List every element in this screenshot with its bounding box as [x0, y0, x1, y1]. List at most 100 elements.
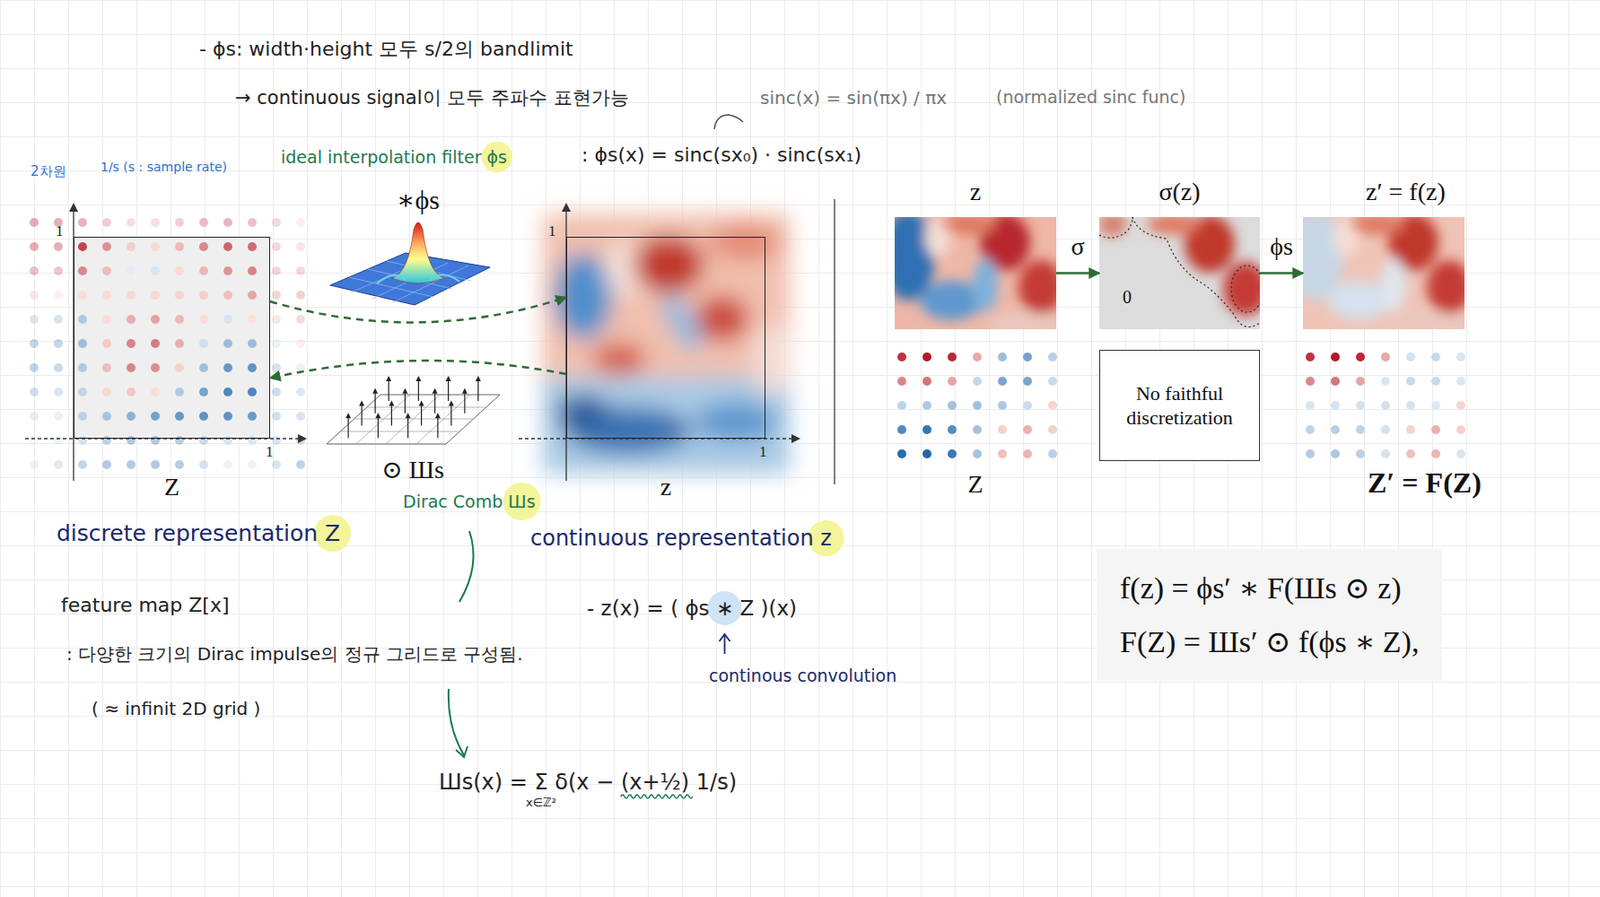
- sample-dot: [174, 314, 184, 324]
- sample-dot: [897, 401, 907, 411]
- field-image: [1426, 260, 1465, 315]
- sample-dot: [223, 436, 233, 446]
- sample-dot: [972, 449, 982, 459]
- sample-dot: [1355, 376, 1365, 386]
- impulse: [405, 412, 411, 419]
- sample-dot: [947, 425, 957, 435]
- field-image: [894, 217, 1057, 330]
- sample-dot: [102, 411, 112, 421]
- sample-dot: [126, 242, 136, 252]
- sample-dot: [53, 363, 63, 373]
- sample-dot: [1456, 401, 1466, 411]
- dirac-comb: [326, 375, 500, 445]
- panel-label: Z: [164, 472, 180, 502]
- sample-dot: [997, 352, 1007, 362]
- sample-dot: [271, 314, 281, 324]
- sample-dot: [1381, 449, 1391, 459]
- field-image: [1302, 217, 1465, 330]
- sample-dot: [223, 266, 233, 276]
- text-holder: σ(z): [1158, 177, 1200, 207]
- sample-dot: [102, 290, 112, 300]
- sample-dot: [78, 436, 88, 446]
- sample-dot: [1456, 449, 1466, 459]
- impulse: [418, 379, 420, 402]
- impulse: [419, 400, 425, 406]
- impulse: [448, 400, 455, 406]
- sample-dot: [199, 460, 209, 470]
- sample-dot: [1022, 352, 1032, 362]
- sample-dot: [997, 449, 1007, 459]
- sample-dot: [296, 339, 306, 349]
- sample-dot: [102, 218, 112, 228]
- impulse: [375, 412, 381, 419]
- sample-dot: [1381, 376, 1391, 386]
- sample-dot: [922, 376, 932, 386]
- annotation-text: continous convolution: [708, 665, 897, 686]
- squiggle: [620, 795, 693, 799]
- dirac-comb: [345, 375, 481, 438]
- sample-dot: [247, 314, 257, 324]
- sample-dot: [53, 411, 63, 421]
- annotation-text: 1: [759, 443, 768, 462]
- axis: [561, 202, 571, 212]
- impulse: [372, 388, 378, 394]
- sample-dot: [897, 449, 907, 459]
- impulse: [432, 388, 438, 394]
- sample-dot: [78, 218, 88, 228]
- sample-dot: [271, 363, 281, 373]
- impulse: [434, 392, 436, 414]
- sample-dot: [972, 352, 982, 362]
- sample-dot: [1406, 352, 1416, 362]
- field-image: [751, 323, 792, 395]
- annotation-text: ideal interpolation filter ϕs: [280, 147, 508, 167]
- sample-dot: [53, 242, 63, 252]
- panel-label: z′ = f(z): [1365, 177, 1446, 207]
- sample-dot: [271, 242, 281, 252]
- sample-dot: [174, 387, 184, 397]
- sample-dot: [150, 436, 160, 446]
- sample-dot: [296, 290, 306, 300]
- sample-dot: [29, 339, 39, 349]
- sample-dot: [174, 266, 184, 276]
- sample-dot: [247, 411, 257, 421]
- panel-label: σ(z): [1158, 177, 1200, 207]
- sample-dot: [1431, 376, 1441, 386]
- sinc-plot: [376, 274, 460, 284]
- impulse: [450, 403, 452, 426]
- sample-dot: [126, 363, 136, 373]
- sample-dot: [174, 411, 184, 421]
- sample-dot: [1305, 376, 1315, 386]
- annotation-text: - z(x) = ( ϕs ∗ Z )(x): [586, 596, 797, 621]
- sample-dot: [897, 352, 907, 362]
- field-image: [1099, 217, 1260, 330]
- sample-dot: [1355, 352, 1365, 362]
- panel-label: z: [970, 177, 981, 207]
- sample-dot: [150, 411, 160, 421]
- sample-dot: [1456, 425, 1466, 435]
- sample-dot: [174, 218, 184, 228]
- sample-dot: [102, 314, 112, 324]
- field-image: [554, 253, 613, 340]
- sample-dot: [174, 290, 184, 300]
- sample-dot: [78, 363, 88, 373]
- dirac-comb: [416, 394, 471, 445]
- sample-dot: [296, 242, 306, 252]
- node-box: z: [566, 236, 766, 439]
- sample-dot: [199, 242, 209, 252]
- sample-dot: [150, 290, 160, 300]
- field-image: [1099, 217, 1260, 316]
- sample-dot: [29, 460, 39, 470]
- sample-dot: [296, 218, 306, 228]
- sample-dot: [947, 401, 957, 411]
- sample-dot: [1330, 425, 1340, 435]
- sample-dot: [126, 266, 136, 276]
- sample-dot: [271, 436, 281, 446]
- sample-dot: [126, 387, 136, 397]
- sample-dot: [997, 376, 1007, 386]
- annotation-text: discrete representation Z: [56, 520, 341, 547]
- sample-dot: [53, 290, 63, 300]
- sample-dot: [126, 411, 136, 421]
- sample-dot: [29, 314, 39, 324]
- node-box: σ(z)0: [1099, 217, 1260, 330]
- connector-arrow: [270, 360, 567, 378]
